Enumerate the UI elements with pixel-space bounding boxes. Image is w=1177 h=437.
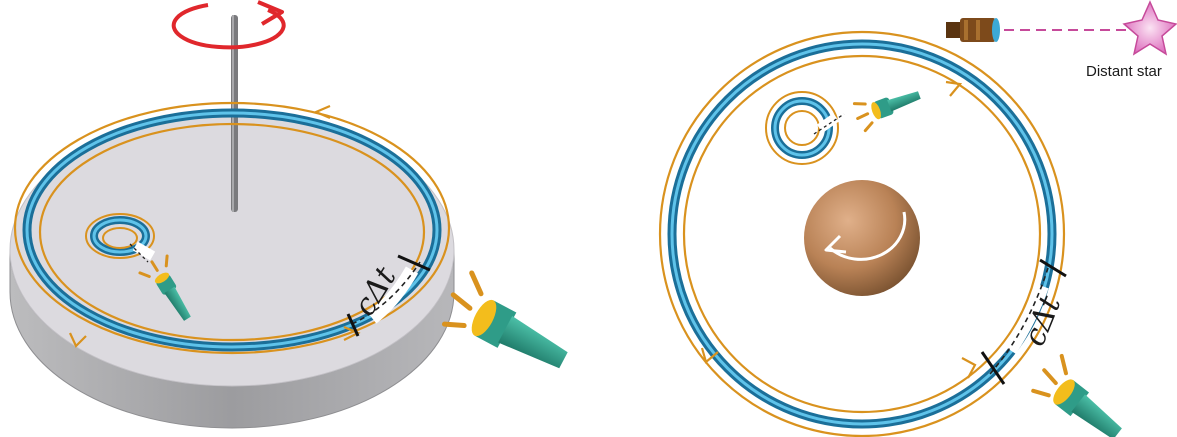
orbit-inner-right — [682, 54, 1042, 414]
orbit-arrow-right-left — [700, 347, 719, 364]
orbit-panel: cΔt — [658, 0, 1177, 437]
orbit-arrow-top — [313, 104, 331, 120]
interval-tick-right-bottom — [980, 351, 1006, 385]
light-gap-dashed-right — [989, 267, 1049, 375]
small-ring-left — [85, 213, 156, 263]
interval-tick-top — [397, 254, 431, 272]
interval-tick-bottom — [346, 313, 360, 337]
interval-label-right: cΔt — [1017, 290, 1069, 351]
interval-tick-right-top — [1039, 258, 1067, 278]
planet-icon — [804, 180, 920, 296]
flashlight-icon — [852, 91, 921, 133]
star-icon — [1122, 0, 1177, 56]
flashlight-icon — [138, 254, 191, 321]
orbit-inner-left — [38, 122, 426, 342]
telescope-icon — [946, 18, 1000, 42]
light-gap-dashed — [351, 261, 421, 325]
rotation-arrow-icon — [171, 0, 286, 50]
orbit-outer-left — [13, 101, 451, 355]
orbit-arrow-left — [69, 332, 87, 348]
orbit-arrow-right-top — [945, 80, 963, 97]
orbit-outer-right — [658, 30, 1066, 437]
flashlight-icon — [1031, 353, 1122, 437]
small-ring-right — [765, 91, 845, 165]
star-label: Distant star — [1086, 63, 1162, 80]
rotating-disk-panel: cΔt — [9, 0, 568, 429]
orbit-arrow-right-bottom — [961, 357, 977, 379]
flashlight-icon — [441, 270, 568, 369]
